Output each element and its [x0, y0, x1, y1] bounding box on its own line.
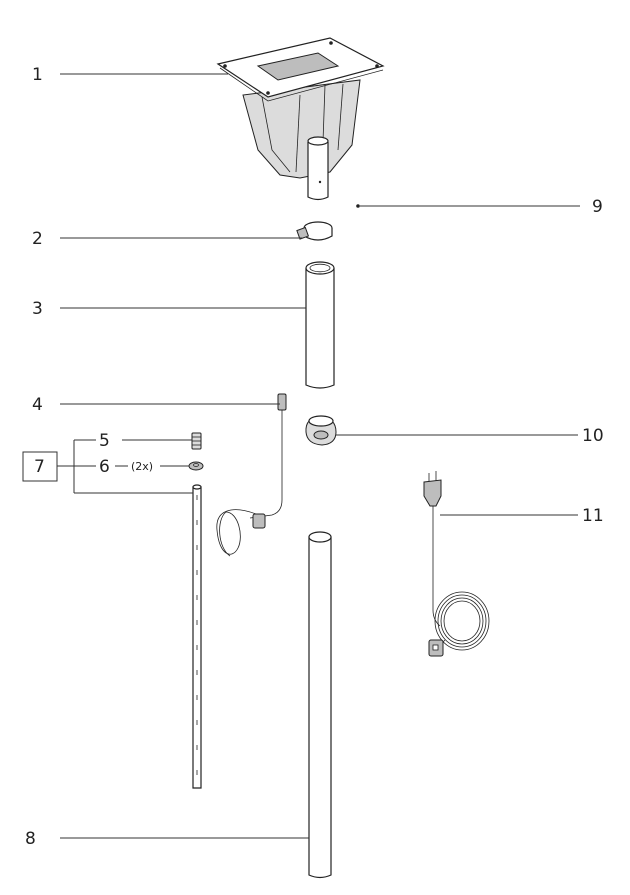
- part-7-slotted-rail: [192, 484, 202, 789]
- callout-3: 3: [32, 299, 43, 319]
- callout-8: 8: [25, 829, 36, 849]
- part-4-inner-cable: [216, 393, 287, 557]
- callout-5: 5: [99, 431, 110, 451]
- callout-1: 1: [32, 65, 43, 85]
- leader-lines: [57, 73, 580, 839]
- callout-10: 10: [582, 426, 604, 446]
- part-11-power-cable: [423, 471, 490, 657]
- part-1-lamp-head: [216, 37, 385, 201]
- part-2-clamp: [296, 221, 333, 241]
- part-8-main-pole: [308, 531, 332, 879]
- callout-9: 9: [592, 197, 603, 217]
- part-9-screw: [356, 204, 360, 208]
- part-6-nut: [188, 461, 204, 471]
- callout-4: 4: [32, 395, 43, 415]
- part-3-upper-tube: [305, 261, 335, 389]
- callout-2: 2: [32, 229, 43, 249]
- callout-7-box: [22, 451, 58, 482]
- part-5-bolt: [191, 432, 202, 450]
- callout-6: 6: [99, 457, 110, 477]
- callout-6-quantity: (2x): [131, 460, 153, 473]
- callout-11: 11: [582, 506, 604, 526]
- part-10-saddle-clamp: [305, 415, 337, 446]
- callout-7: 7: [34, 457, 45, 477]
